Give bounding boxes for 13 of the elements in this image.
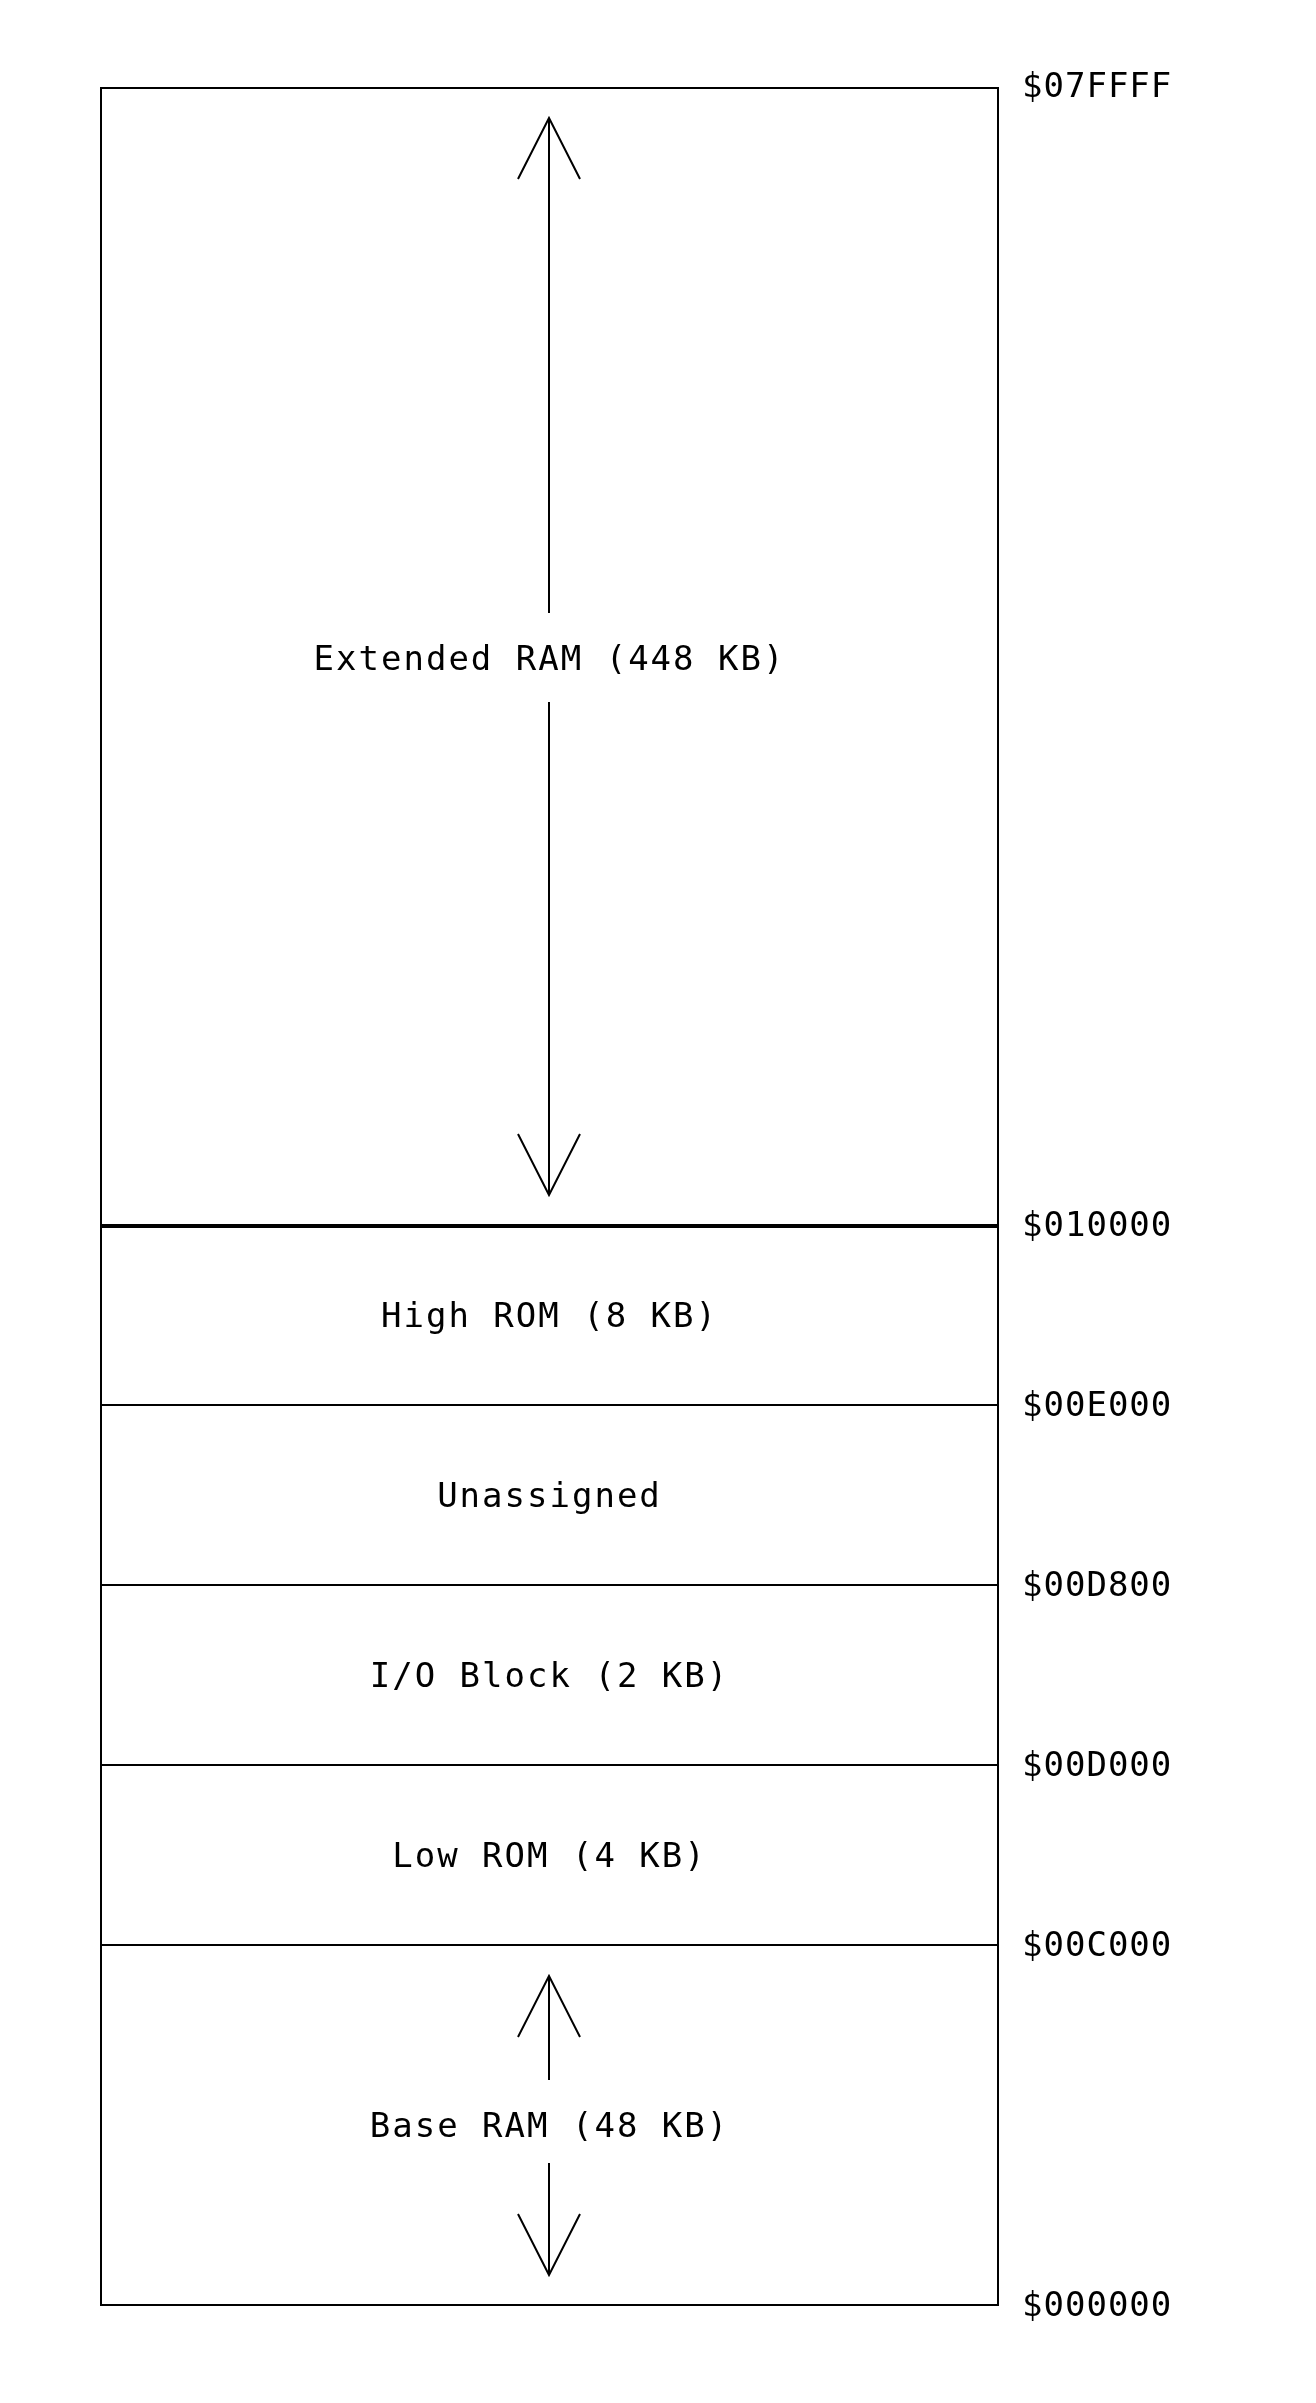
address-label: $00C000	[1022, 1924, 1173, 1964]
address-label: $000000	[1022, 2284, 1173, 2324]
address-label: $010000	[1022, 1204, 1173, 1244]
address-label: $00E000	[1022, 1384, 1173, 1424]
memory-region	[100, 1584, 999, 1766]
address-label: $07FFFF	[1022, 65, 1173, 105]
memory-region	[100, 1224, 999, 1406]
memory-region	[100, 1944, 999, 2306]
memory-region	[100, 1764, 999, 1946]
address-label: $00D000	[1022, 1744, 1173, 1784]
memory-region	[100, 87, 999, 1228]
memory-region	[100, 1404, 999, 1586]
address-label: $00D800	[1022, 1564, 1173, 1604]
